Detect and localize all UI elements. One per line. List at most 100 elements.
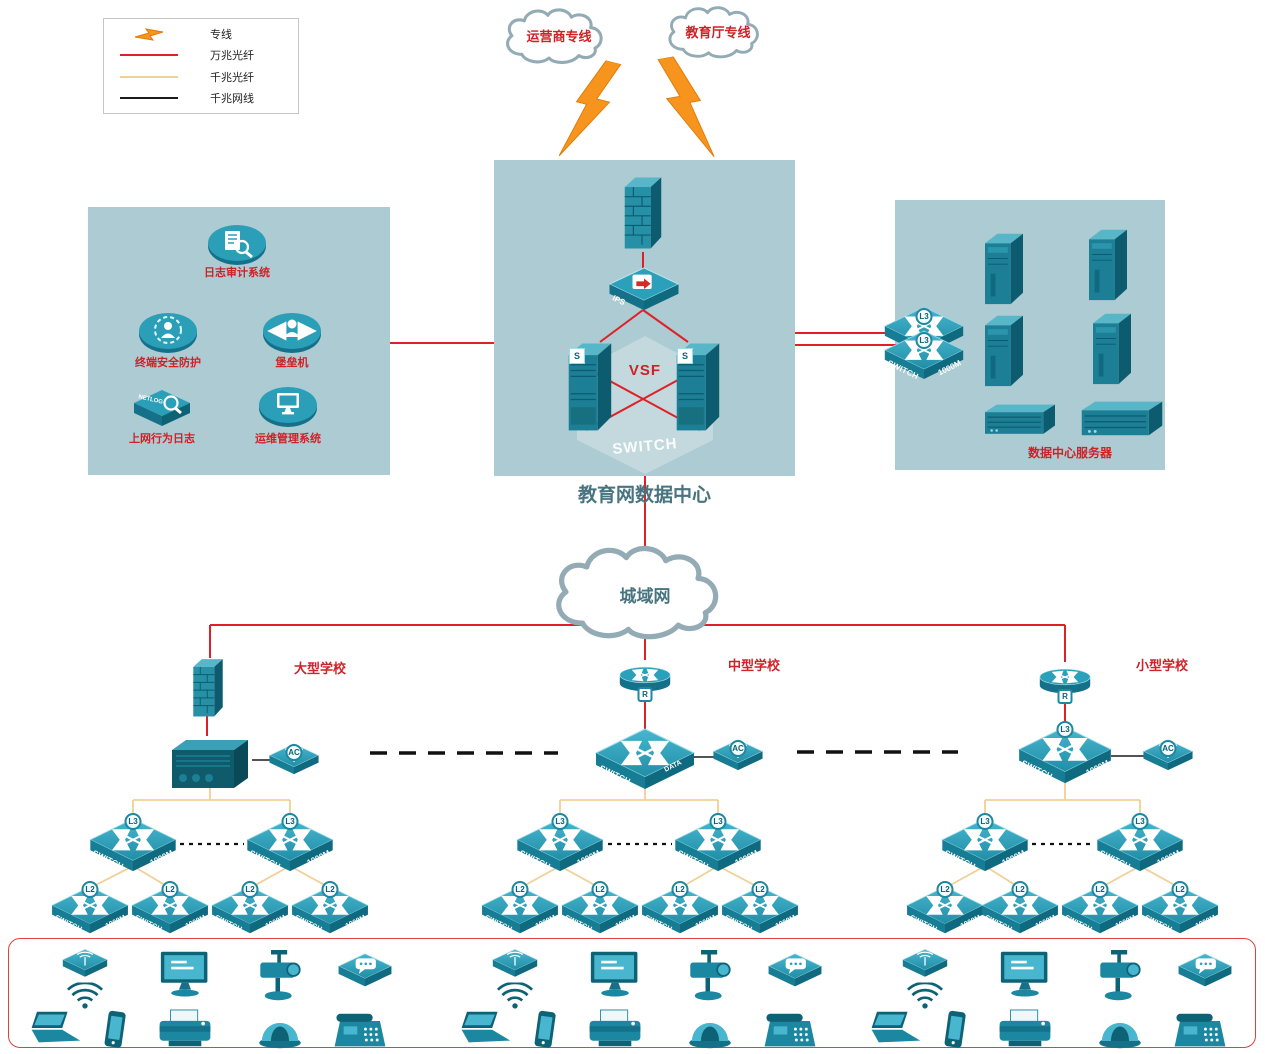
small-school-l2-switch: L2 SWITCH 1000M <box>1061 881 1139 934</box>
yellow-line-icon <box>118 75 180 78</box>
netlog-icon <box>132 388 192 428</box>
firewall-icon <box>192 658 224 717</box>
small-school-label: 小型学校 <box>1135 658 1188 673</box>
large-school-ac: AC <box>268 742 320 776</box>
server-zone-label: 数据中心服务器 <box>1027 446 1112 460</box>
legend-label: 千兆网线 <box>210 93 254 106</box>
large-school-l2-switch: L2 SWITCH 1000M <box>291 881 369 934</box>
legend-row-1g-fiber: 千兆光纤 <box>104 67 298 87</box>
large-school-firewall <box>188 656 228 718</box>
medium-school-router: R <box>615 658 675 702</box>
ptz-camera-icon <box>1091 950 1149 1002</box>
medium-school-l2-switch: L2 SWITCH 1000M <box>481 881 559 934</box>
log-audit-icon <box>205 220 269 268</box>
wireless-ap-icon <box>61 948 109 978</box>
ac-badge: AC <box>1159 740 1177 757</box>
wifi-signal-icon <box>497 982 533 1010</box>
terminal-security-label: 终端安全防护 <box>135 357 201 369</box>
dome-camera-icon <box>254 1012 306 1050</box>
legend-label: 万兆光纤 <box>210 50 254 63</box>
education-cloud: 教育厅专线 <box>642 4 794 62</box>
laptop-icon <box>455 1010 515 1046</box>
l3-badge: L3 <box>915 308 933 325</box>
large-school-l3-switch: L3 SWITCH 1000M <box>246 813 334 872</box>
router-badge: R <box>1057 689 1073 704</box>
small-school-l2-switch: L2 SWITCH 1000M <box>981 881 1059 934</box>
desktop-pc-icon <box>587 950 643 1000</box>
core-firewall <box>619 170 667 254</box>
medium-school-l2-switch: L2 SWITCH 1000M <box>561 881 639 934</box>
printer-icon <box>156 1008 214 1050</box>
messaging-device-icon <box>1177 952 1233 988</box>
core-switch-badge: S <box>569 348 585 364</box>
ops-management-label: 运维管理系统 <box>255 433 321 445</box>
ac-badge: AC <box>729 740 747 757</box>
ac-badge: AC <box>285 744 303 761</box>
large-school-l3-switch: L3 SWITCH 1000M <box>89 813 177 872</box>
medium-school-label: 中型学校 <box>727 658 780 673</box>
lightning-icon <box>118 25 180 43</box>
l3-badge: L3 <box>281 813 299 830</box>
messaging-device-icon <box>337 952 393 988</box>
laptop-icon <box>865 1010 925 1046</box>
desk-phone-icon <box>1171 1010 1229 1050</box>
core-switch-badge: S <box>677 348 693 364</box>
legend-label: 千兆光纤 <box>210 71 254 84</box>
large-school-l2-switch: L2 SWITCH 1000M <box>131 881 209 934</box>
dome-camera-icon <box>684 1012 736 1050</box>
rack-server-icon <box>1076 396 1168 438</box>
wireless-ap-icon <box>491 948 539 978</box>
wireless-ap-icon <box>901 948 949 978</box>
large-school-core-server <box>166 734 254 790</box>
l3-badge: L3 <box>709 813 727 830</box>
small-school-l2-switch: L2 SWITCH 1000M <box>906 881 984 934</box>
smartphone-icon <box>99 1010 131 1050</box>
large-school-l2-switch: L2 SWITCH 1000M <box>211 881 289 934</box>
small-school-core-switch: L3 SWITCH 1000M <box>1017 721 1113 784</box>
l2-badge: L2 <box>751 881 769 898</box>
bastion-host-icon <box>260 308 324 356</box>
l2-badge: L2 <box>671 881 689 898</box>
server-tower-icon <box>1082 226 1134 302</box>
l2-badge: L2 <box>1091 881 1109 898</box>
router-badge: R <box>637 687 653 702</box>
laptop-icon <box>25 1010 85 1046</box>
l3-badge: L3 <box>1131 813 1149 830</box>
rack-server-icon <box>980 400 1060 436</box>
medium-school-l2-switch: L2 SWITCH 1000M <box>721 881 799 934</box>
black-line-icon <box>118 97 180 100</box>
ops-management-icon <box>256 382 320 430</box>
l2-badge: L2 <box>321 881 339 898</box>
ptz-camera-icon <box>251 950 309 1002</box>
red-line-icon <box>118 54 180 57</box>
lightning-bolt-icon <box>645 50 726 166</box>
core-switch-a: S <box>561 336 617 436</box>
ptz-camera-icon <box>681 950 739 1002</box>
legend: 专线 万兆光纤 千兆光纤 千兆网线 <box>103 18 299 114</box>
server-icon <box>171 739 249 789</box>
wifi-signal-icon <box>907 982 943 1010</box>
l2-badge: L2 <box>241 881 259 898</box>
l3-badge: L3 <box>915 332 933 349</box>
legend-label: 专线 <box>210 28 232 41</box>
printer-icon <box>996 1008 1054 1050</box>
legend-row-10g: 万兆光纤 <box>104 45 298 65</box>
operator-cloud-label: 运营商专线 <box>526 29 592 44</box>
dome-camera-icon <box>1094 1012 1146 1050</box>
l2-badge: L2 <box>511 881 529 898</box>
small-school-l2-switch: L2 SWITCH 1000M <box>1141 881 1219 934</box>
netlog-device: NETLOG <box>130 386 194 430</box>
man-cloud: 城域网 <box>528 542 762 646</box>
vsf-label: VSF <box>628 362 662 379</box>
messaging-device-icon <box>767 952 823 988</box>
l3-badge: L3 <box>976 813 994 830</box>
small-school-l3-switch: L3 SWITCH 1000M <box>1096 813 1184 872</box>
terminal-security-icon <box>136 308 200 356</box>
l2-badge: L2 <box>1171 881 1189 898</box>
l2-badge: L2 <box>1011 881 1029 898</box>
server-tower-icon <box>1086 310 1138 386</box>
man-cloud-label: 城域网 <box>619 587 671 606</box>
datacenter-title: 教育网数据中心 <box>577 485 711 506</box>
medium-school-l3-switch: L3 SWITCH 1000M <box>674 813 762 872</box>
